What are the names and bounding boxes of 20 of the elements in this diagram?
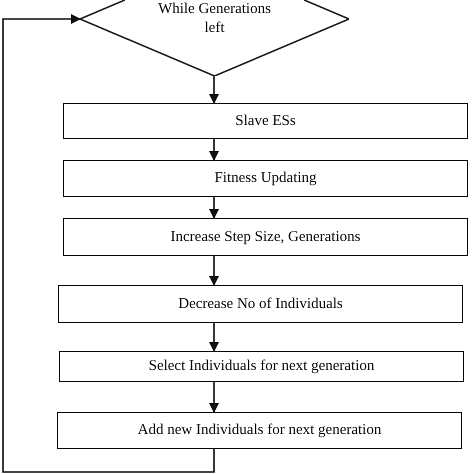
arrow [209, 197, 219, 219]
node-text: Fitness Updating [214, 169, 317, 188]
process-box [63, 103, 468, 139]
arrow [209, 323, 219, 352]
arrow [209, 382, 219, 413]
node-text: While Generations left [157, 0, 272, 38]
node-text: Select Individuals for next generation [148, 357, 374, 376]
arrow [2, 14, 215, 473]
node-text: Add new Individuals for next generation [138, 421, 382, 440]
process-box [58, 285, 463, 323]
node-text: Slave ESs [235, 112, 296, 130]
arrow [209, 139, 219, 161]
arrow [209, 76, 219, 104]
process-box [57, 412, 462, 449]
arrow [209, 256, 219, 286]
node-text: Decrease No of Individuals [178, 294, 343, 314]
process-box [63, 218, 468, 256]
process-box [63, 160, 468, 197]
process-box [59, 351, 464, 382]
node-text: Increase Step Size, Generations [170, 228, 360, 246]
